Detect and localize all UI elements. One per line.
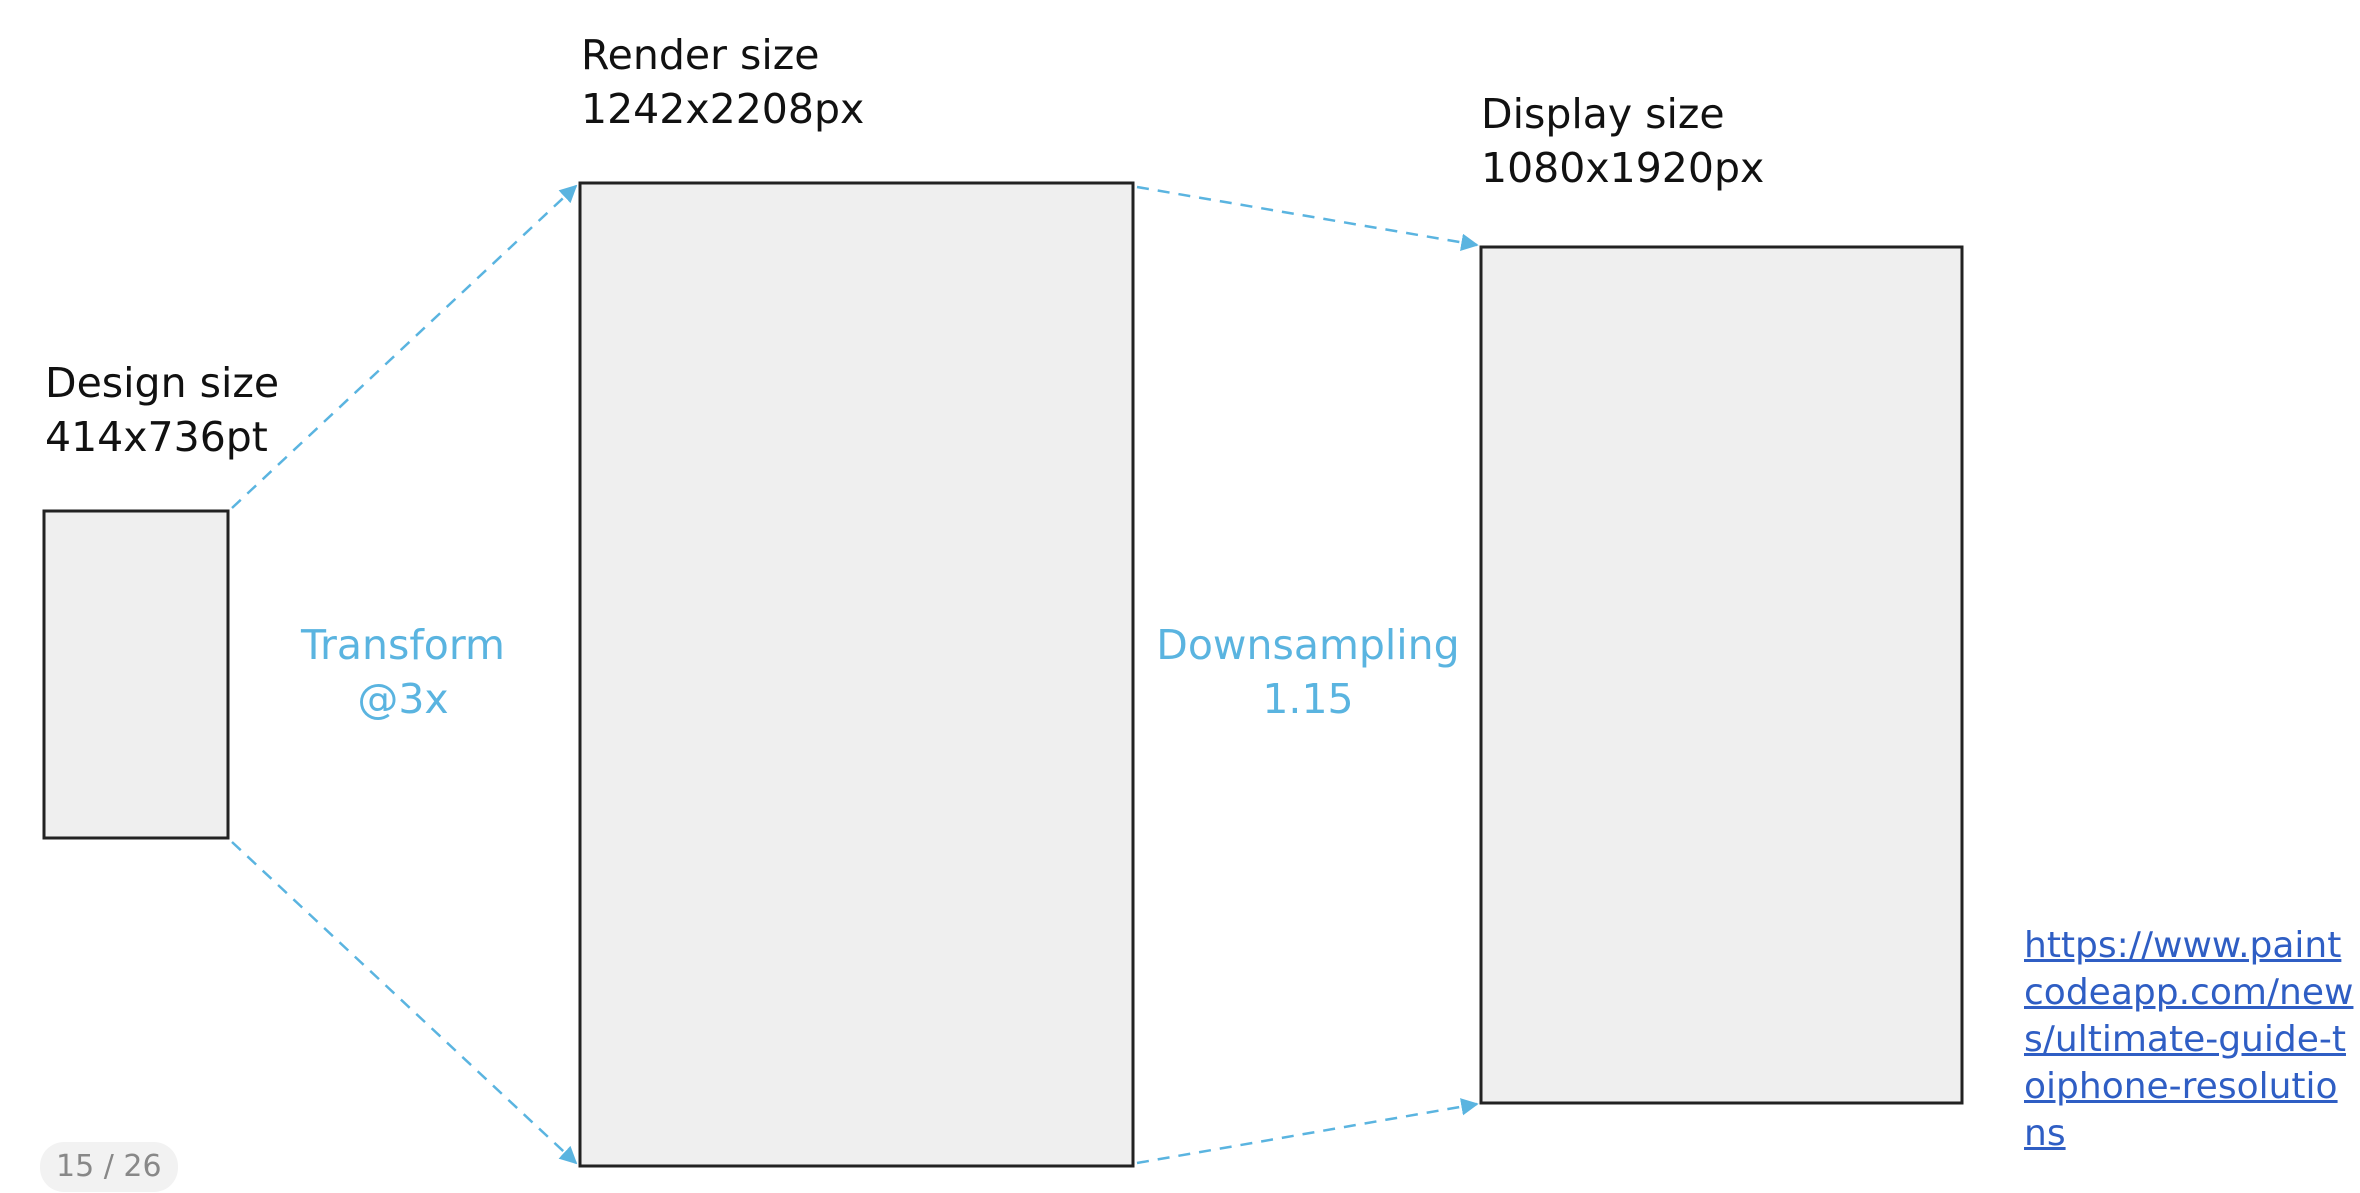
downsampling-value: 1.15: [1262, 675, 1354, 723]
arrow-render-to-display-bottom: [1136, 1098, 1479, 1165]
downsampling-name: Downsampling: [1156, 621, 1460, 669]
transform-label: Transform @3x: [283, 618, 523, 726]
arrow-render-to-display-top: [1136, 185, 1479, 251]
render-size-label: Render size 1242x2208px: [581, 28, 864, 136]
arrow-design-to-render-top: [231, 184, 578, 509]
source-link[interactable]: https://www.paintcodeapp.com/news/ultima…: [2024, 925, 2354, 1154]
design-size-box: [42, 509, 230, 840]
render-size-title: Render size: [581, 31, 820, 79]
display-size-box: [1479, 245, 1964, 1105]
design-size-title: Design size: [45, 359, 280, 407]
arrow-design-to-render-bottom: [231, 841, 578, 1165]
design-size-value: 414x736pt: [45, 413, 268, 461]
display-size-value: 1080x1920px: [1481, 144, 1765, 192]
downsampling-label: Downsampling 1.15: [1148, 618, 1468, 726]
render-size-value: 1242x2208px: [581, 85, 865, 133]
render-size-box: [578, 181, 1135, 1168]
transform-value: @3x: [357, 675, 449, 723]
display-size-title: Display size: [1481, 90, 1725, 138]
page-counter: 15 / 26: [40, 1142, 178, 1192]
design-size-label: Design size 414x736pt: [45, 356, 279, 464]
transform-name: Transform: [301, 621, 505, 669]
display-size-label: Display size 1080x1920px: [1481, 87, 1764, 195]
